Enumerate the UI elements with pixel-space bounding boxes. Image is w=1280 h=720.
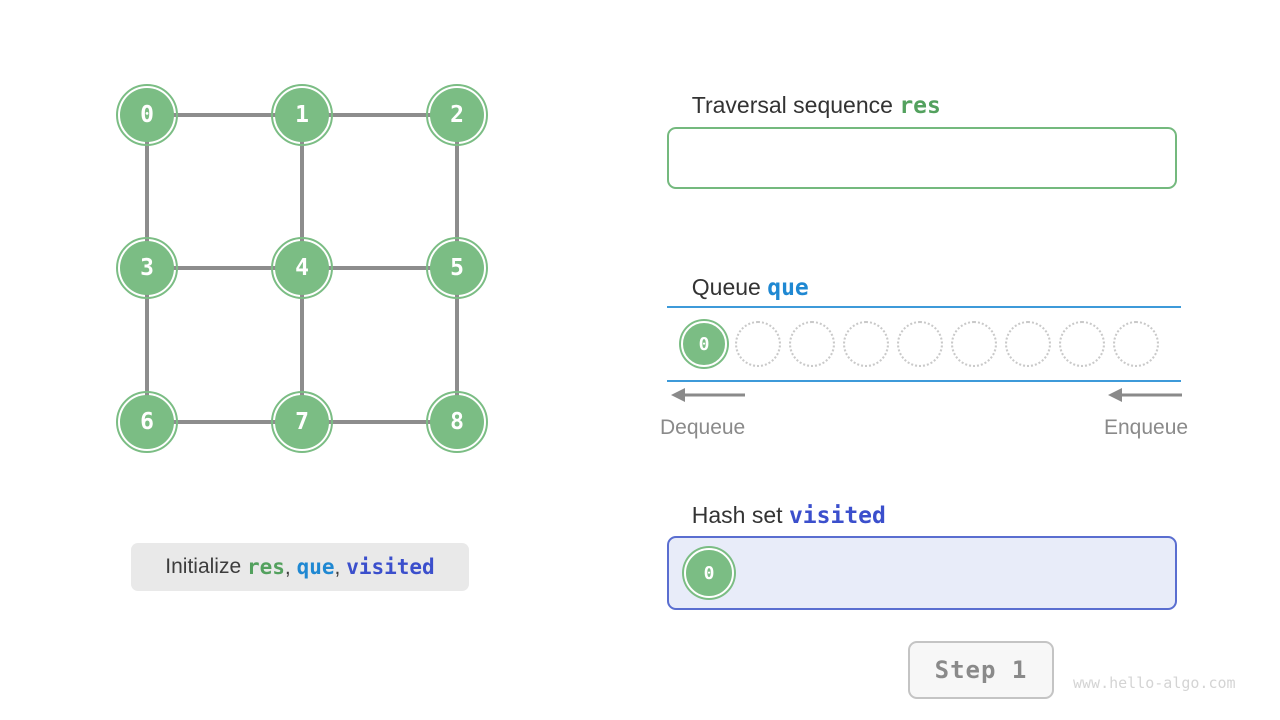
graph-vertex-ring [426,391,488,453]
visited-item-label: 0 [703,562,715,584]
enqueue-label: Enqueue [1104,416,1189,439]
queue-slot-empty [1059,321,1105,367]
queue-slot-empty [897,321,943,367]
queue-slot-filled: 0 [681,321,727,367]
visited-section-title: Hash set visited [674,488,886,544]
caption-code-que: que [296,554,335,579]
queue-rail-bottom [667,380,1181,382]
dequeue-arrow-icon [671,388,745,402]
graph-vertex-2[interactable]: 2 [426,84,488,146]
graph-vertex-disc [275,241,329,295]
queue-slot-label: 0 [698,333,710,355]
graph-vertex-ring [271,391,333,453]
graph-vertex-label: 8 [450,409,464,435]
graph-vertex-3[interactable]: 3 [116,237,178,299]
graph-vertex-ring [426,84,488,146]
graph-vertex-disc [430,395,484,449]
graph-vertex-disc [430,88,484,142]
caption-code-res: res [246,554,285,579]
graph-vertex-label: 4 [295,255,309,281]
queue-direction-arrows [671,388,1182,402]
caption-code-items: res, que, visited [247,555,435,580]
graph-vertex-4[interactable]: 4 [271,237,333,299]
graph-panel: 0 1 2 3 4 5 6 7 8 [0,0,620,720]
watermark: www.hello-algo.com [1073,674,1236,692]
step-badge-label: Step 1 [934,656,1028,684]
graph-vertex-disc [275,395,329,449]
enqueue-arrow-icon [1108,388,1182,402]
caption-separator: , [284,555,297,579]
graph-vertex-7[interactable]: 7 [271,391,333,453]
graph-canvas: 0 1 2 3 4 5 6 7 8 [116,84,488,453]
queue-slot-empty [951,321,997,367]
graph-vertex-label: 0 [140,102,154,128]
graph-vertex-8[interactable]: 8 [426,391,488,453]
res-box [667,127,1177,189]
queue-slot-empty [1113,321,1159,367]
queue-section-title: Queue que [674,260,809,316]
res-title-plain: Traversal sequence [691,92,893,118]
queue-title-code: que [767,275,809,301]
queue-area: 0 [667,306,1181,382]
graph-vertex-ring [426,237,488,299]
queue-title-plain: Queue [691,274,761,300]
graph-vertex-ring [271,237,333,299]
graph-vertex-5[interactable]: 5 [426,237,488,299]
graph-vertex-ring [116,84,178,146]
queue-slot-empty [843,321,889,367]
caption-separator: , [334,555,347,579]
graph-vertex-ring [116,237,178,299]
queue-slots: 0 [667,306,1159,382]
queue-slot-empty [735,321,781,367]
queue-rail-top [667,306,1181,308]
visited-box: 0 [667,536,1177,610]
graph-vertex-label: 2 [450,102,464,128]
step-badge: Step 1 [908,641,1054,699]
dequeue-label: Dequeue [660,416,746,439]
graph-vertex-0[interactable]: 0 [116,84,178,146]
graph-vertex-disc [120,88,174,142]
caption-code-visited: visited [346,554,435,579]
caption-plain-text: Initialize [165,555,242,578]
graph-vertex-disc [120,395,174,449]
graph-vertex-1[interactable]: 1 [271,84,333,146]
graph-vertex-6[interactable]: 6 [116,391,178,453]
res-title-code: res [899,93,941,119]
graph-vertex-disc [275,88,329,142]
graph-vertex-label: 6 [140,409,154,435]
caption-box: Initialize res, que, visited [131,543,469,591]
visited-item: 0 [684,548,734,598]
graph-vertex-label: 7 [295,409,309,435]
queue-slot-empty [789,321,835,367]
graph-vertex-disc [120,241,174,295]
graph-vertex-disc [430,241,484,295]
graph-vertex-label: 1 [295,102,309,128]
queue-slot-empty [1005,321,1051,367]
visited-title-code: visited [788,503,886,529]
graph-vertex-ring [271,84,333,146]
visited-title-plain: Hash set [691,502,783,528]
res-section-title: Traversal sequence res [674,78,941,134]
graph-vertex-label: 3 [140,255,154,281]
graph-vertex-ring [116,391,178,453]
graph-vertices: 0 1 2 3 4 5 6 7 8 [116,84,488,453]
graph-vertex-label: 5 [450,255,464,281]
